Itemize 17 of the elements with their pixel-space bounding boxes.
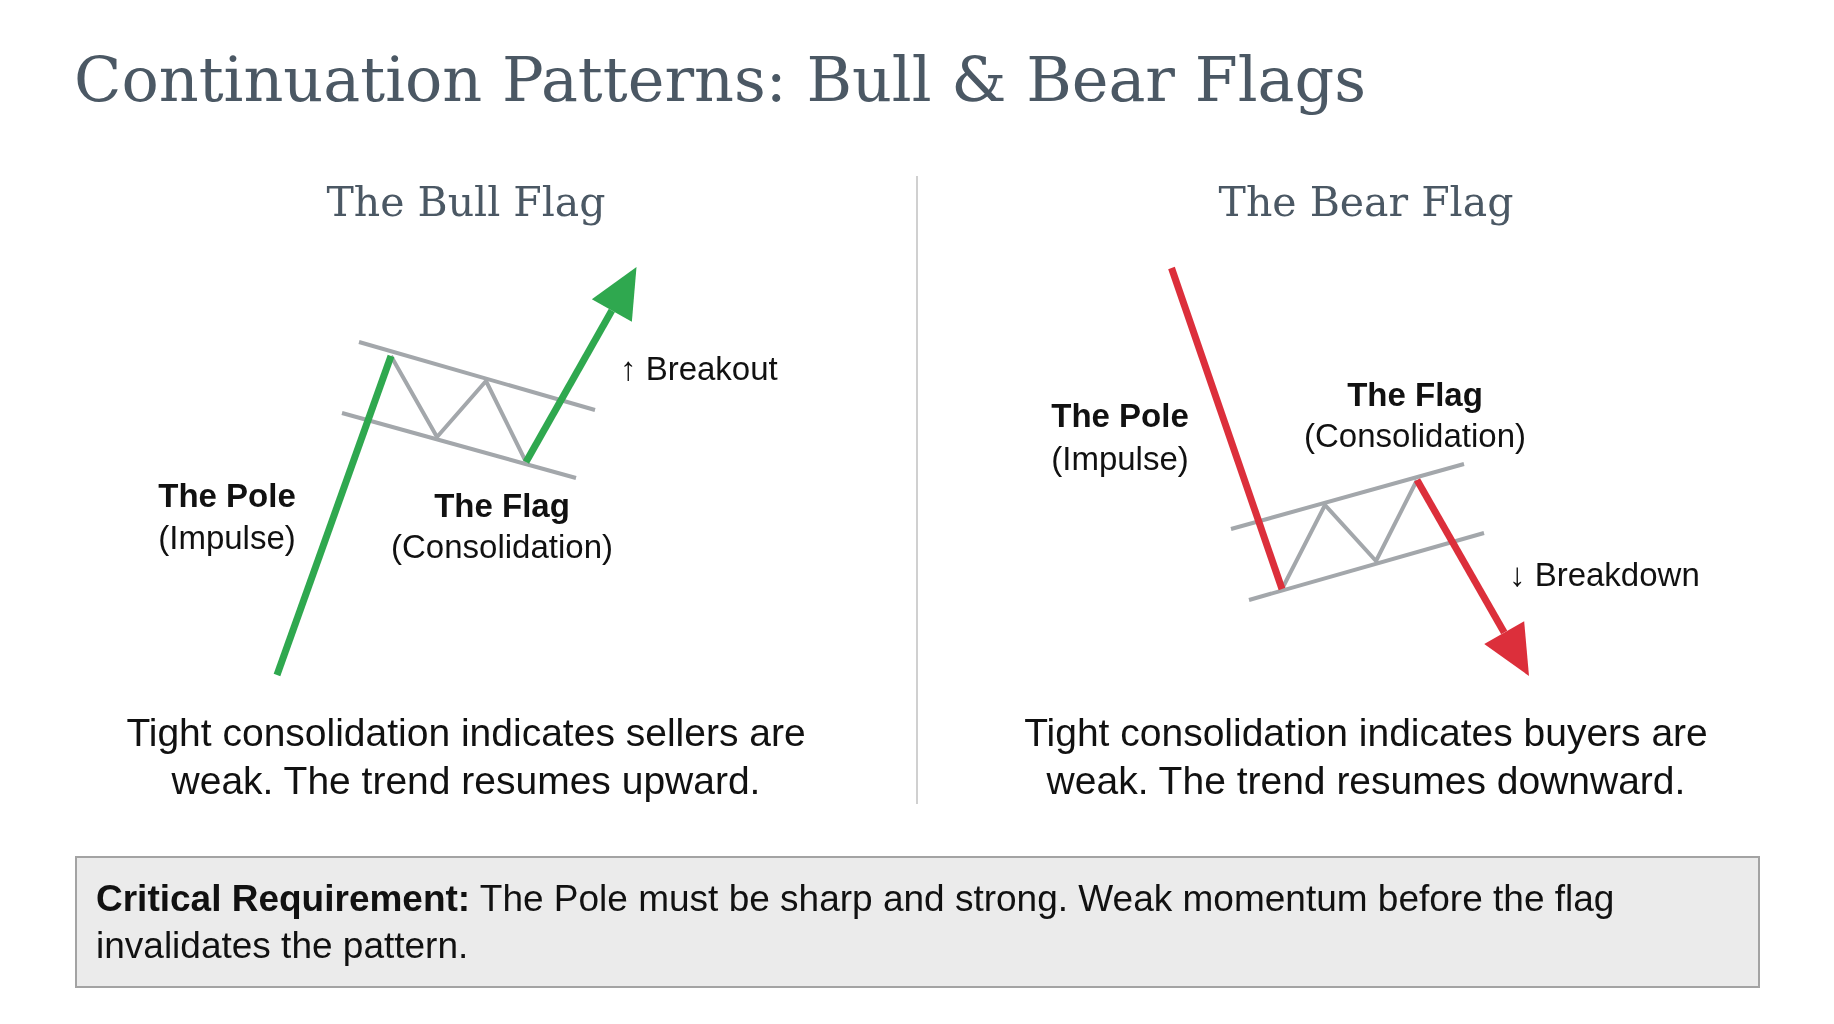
pattern-label: The Flag: [434, 486, 570, 526]
pattern-sublabel: (Consolidation): [391, 527, 613, 567]
pattern-sublabel: (Impulse): [158, 518, 296, 558]
pattern-label: The Pole: [158, 476, 296, 516]
direction-label: ↑ Breakout: [620, 349, 778, 389]
note-text: Critical Requirement: The Pole must be sharp and strong. Weak momentum before the flag invalidates the pattern.: [96, 877, 1616, 968]
note-box: [75, 856, 1760, 988]
description-text: Tight consolidation indicates buyers are weak. The trend resumes downward.: [1023, 710, 1709, 804]
pattern-sublabel: (Consolidation): [1304, 416, 1526, 456]
pattern-label: The Flag: [1347, 375, 1483, 415]
page-title: Continuation Patterns: Bull & Bear Flags: [74, 43, 1366, 117]
description-text: Tight consolidation indicates sellers are weak. The trend resumes upward.: [125, 710, 807, 804]
pattern-sublabel: (Impulse): [1051, 439, 1189, 479]
direction-label: ↓ Breakdown: [1509, 555, 1700, 595]
panel-heading: The Bull Flag: [326, 177, 606, 227]
pattern-label: The Pole: [1051, 396, 1189, 436]
panel-heading: The Bear Flag: [1218, 177, 1514, 227]
